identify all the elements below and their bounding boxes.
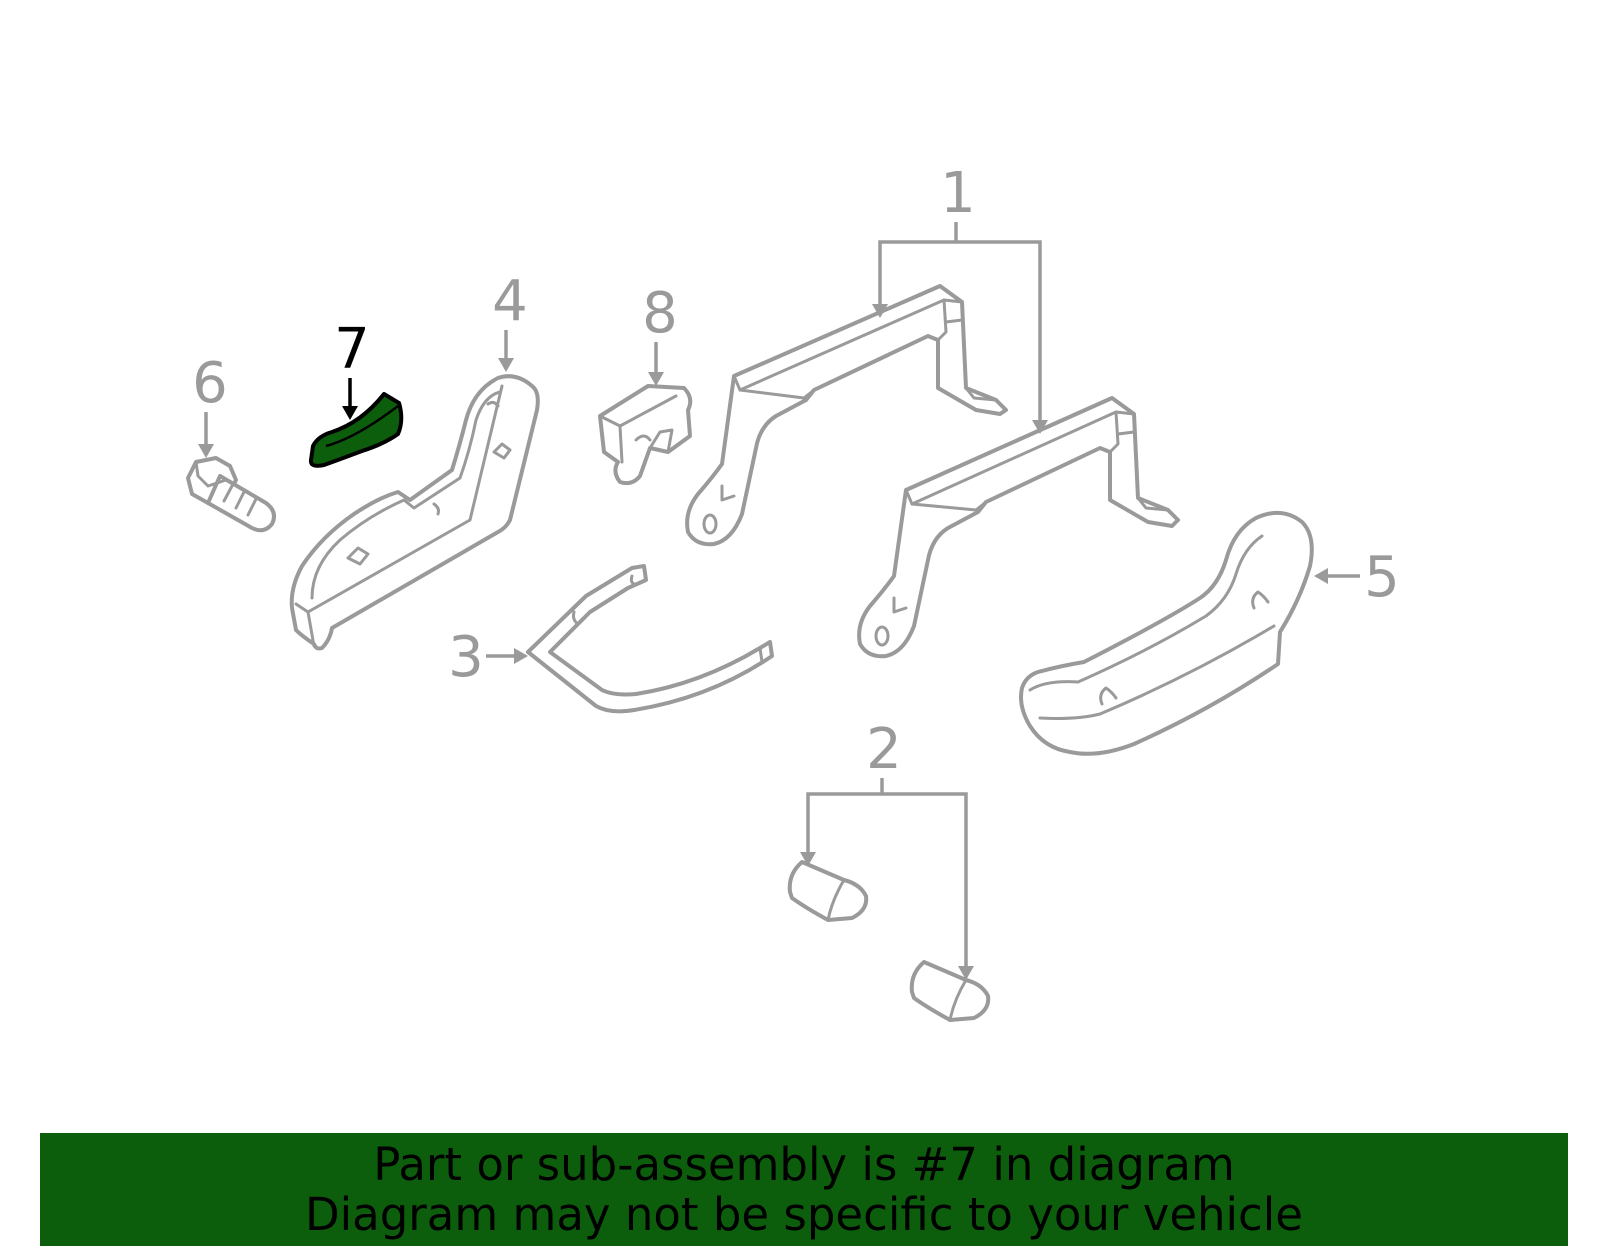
callout-3-label: 3 (448, 625, 484, 690)
callout-4: 4 (492, 269, 528, 372)
callout-5-label: 5 (1364, 545, 1400, 610)
callout-5: 5 (1314, 545, 1400, 610)
callout-7-label: 7 (334, 317, 370, 382)
part-7-trim-cover[interactable] (308, 392, 404, 468)
banner-line-disclaimer: Diagram may not be specific to your vehi… (305, 1187, 1303, 1241)
info-banner: Part or sub-assembly is #7 in diagram Di… (40, 1133, 1568, 1246)
callout-2-label: 2 (866, 717, 902, 782)
callout-7: 7 (334, 317, 370, 420)
part-1-seat-rail-rear[interactable] (857, 396, 1180, 659)
part-4-side-shield[interactable] (289, 374, 540, 651)
callout-1: 1 (872, 161, 1048, 434)
part-5-side-shield[interactable] (1019, 510, 1314, 756)
part-6-bolt[interactable] (186, 456, 276, 533)
part-3-wire-link[interactable] (526, 564, 774, 714)
part-7-highlight-shape (308, 392, 404, 468)
callout-6-label: 6 (192, 351, 228, 416)
callout-4-label: 4 (492, 269, 528, 334)
callout-8: 8 (642, 281, 678, 386)
part-8-bracket[interactable] (598, 384, 693, 486)
part-1-seat-rail-front[interactable] (685, 284, 1008, 547)
part-2-cap-upper[interactable] (787, 860, 869, 922)
callout-2: 2 (800, 717, 974, 980)
callout-1-label: 1 (940, 161, 976, 226)
part-2-cap-lower[interactable] (909, 960, 991, 1022)
callout-6: 6 (192, 351, 228, 458)
banner-line-part-info: Part or sub-assembly is #7 in diagram (373, 1137, 1235, 1191)
callout-8-label: 8 (642, 281, 678, 346)
callout-3: 3 (448, 625, 528, 690)
